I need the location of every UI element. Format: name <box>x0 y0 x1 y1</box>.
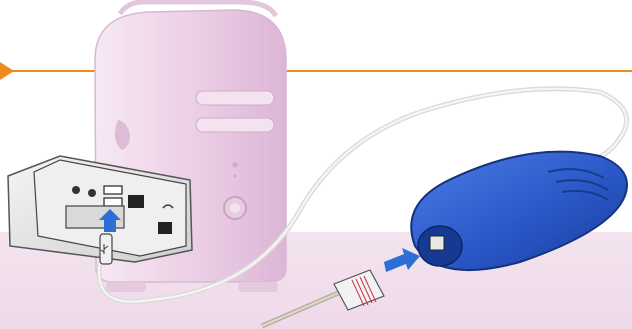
usb-plug <box>99 233 113 265</box>
modem-vents <box>547 168 609 201</box>
logo-mark <box>114 120 130 150</box>
connection-arrow-icon <box>99 209 121 232</box>
audio-port <box>72 186 80 194</box>
external-modem <box>410 150 628 271</box>
rear-port-panel <box>7 155 193 265</box>
drive-slot <box>195 90 275 106</box>
ethernet-port <box>128 195 144 208</box>
audio-port <box>88 189 96 197</box>
usb-port <box>103 185 123 195</box>
orange-triangle-pointer-icon <box>0 62 14 80</box>
usb-port <box>103 197 123 207</box>
rj11-plug <box>333 269 385 311</box>
phone-port <box>158 222 172 234</box>
connection-arrow-icon <box>384 248 420 272</box>
phone-cable <box>261 248 420 329</box>
phone-handset-icon <box>162 204 174 209</box>
drive-slot <box>195 117 275 133</box>
usb-symbol-icon <box>100 244 109 254</box>
modem-phone-port <box>429 235 445 251</box>
